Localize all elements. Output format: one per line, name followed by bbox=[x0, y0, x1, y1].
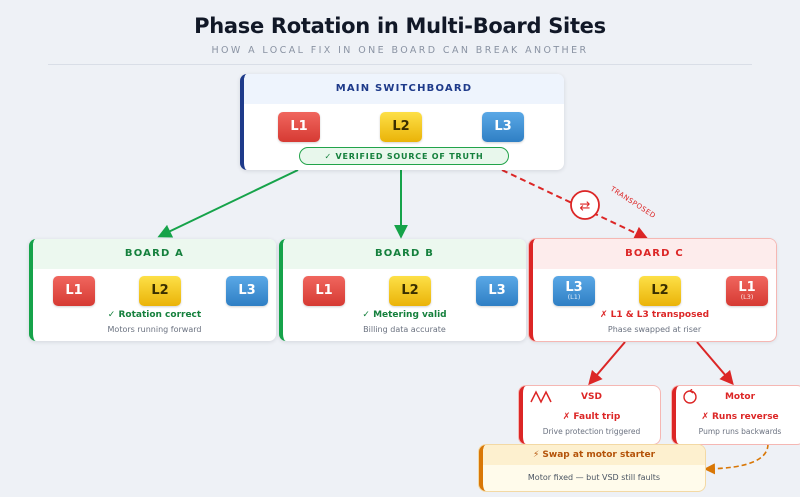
svg-text:⇄: ⇄ bbox=[580, 199, 591, 214]
vsd-status: ✗ Fault trip bbox=[562, 412, 621, 422]
board-a-title: BOARD A bbox=[33, 239, 276, 269]
arrow-main-to-board-c bbox=[501, 169, 649, 240]
board-b-note: Billing data accurate bbox=[363, 325, 446, 334]
main-phase-l1: L1 bbox=[278, 112, 320, 142]
waveform-icon bbox=[530, 390, 552, 404]
vsd-note: Drive protection triggered bbox=[542, 427, 641, 436]
board-c-title: BOARD C bbox=[533, 239, 776, 269]
board-b-phase-2: L2 bbox=[389, 276, 431, 306]
board-c-phase-1: L3(L1) bbox=[553, 276, 595, 306]
board-c-card: BOARD C L3(L1) L2 L1(L3) ✗ L1 & L3 trans… bbox=[529, 239, 776, 341]
main-phase-l3: L3 bbox=[482, 112, 524, 142]
vsd-title: VSD bbox=[581, 392, 602, 402]
main-phase-l2: L2 bbox=[380, 112, 422, 142]
verified-source-badge: ✓ VERIFIED SOURCE OF TRUTH bbox=[299, 147, 509, 165]
main-switchboard-card: MAIN SWITCHBOARD L1 L2 L3 ✓ VERIFIED SOU… bbox=[240, 74, 564, 170]
motor-card: Motor ✗ Runs reverse Pump runs backwards bbox=[672, 386, 800, 444]
page-title: Phase Rotation in Multi-Board Sites bbox=[194, 14, 606, 38]
motor-note: Pump runs backwards bbox=[698, 427, 782, 436]
arrow-motor-to-swap bbox=[703, 443, 769, 475]
board-a-phase-2: L2 bbox=[139, 276, 181, 306]
arrow-main-to-board-a bbox=[157, 169, 299, 238]
swap-card: ⚡ Swap at motor starter Motor fixed — bu… bbox=[479, 445, 705, 491]
board-c-status: ✗ L1 & L3 transposed bbox=[599, 310, 710, 320]
board-b-phase-1: L1 bbox=[303, 276, 345, 306]
board-b-phase-3: L3 bbox=[476, 276, 518, 306]
arrow-board-c-to-vsd bbox=[588, 341, 626, 386]
vsd-card: VSD ✗ Fault trip Drive protection trigge… bbox=[519, 386, 660, 444]
main-switchboard-title: MAIN SWITCHBOARD bbox=[244, 74, 564, 104]
swap-title: ⚡ Swap at motor starter bbox=[483, 445, 705, 465]
page-subtitle: HOW A LOCAL FIX IN ONE BOARD CAN BREAK A… bbox=[211, 45, 589, 56]
arrow-board-c-to-motor bbox=[696, 341, 734, 386]
board-a-note: Motors running forward bbox=[107, 325, 202, 334]
rotation-icon bbox=[683, 389, 697, 404]
swap-note: Motor fixed — but VSD still faults bbox=[527, 473, 661, 482]
title-divider bbox=[48, 64, 752, 65]
motor-status: ✗ Runs reverse bbox=[701, 412, 779, 422]
board-a-phase-1: L1 bbox=[53, 276, 95, 306]
board-b-status: ✓ Metering valid bbox=[362, 310, 447, 320]
board-c-phase-3: L1(L3) bbox=[726, 276, 768, 306]
board-a-status: ✓ Rotation correct bbox=[107, 310, 202, 320]
board-c-note: Phase swapped at riser bbox=[607, 325, 702, 334]
transposed-label: TRANSPOSED bbox=[608, 184, 657, 220]
board-b-title: BOARD B bbox=[283, 239, 526, 269]
board-b-card: BOARD B L1 L2 L3 ✓ Metering valid Billin… bbox=[279, 239, 526, 341]
board-a-phase-3: L3 bbox=[226, 276, 268, 306]
board-a-card: BOARD A L1 L2 L3 ✓ Rotation correct Moto… bbox=[29, 239, 276, 341]
board-c-phase-2: L2 bbox=[639, 276, 681, 306]
transpose-icon: ⇄ bbox=[570, 190, 600, 220]
motor-title: Motor bbox=[724, 392, 756, 402]
